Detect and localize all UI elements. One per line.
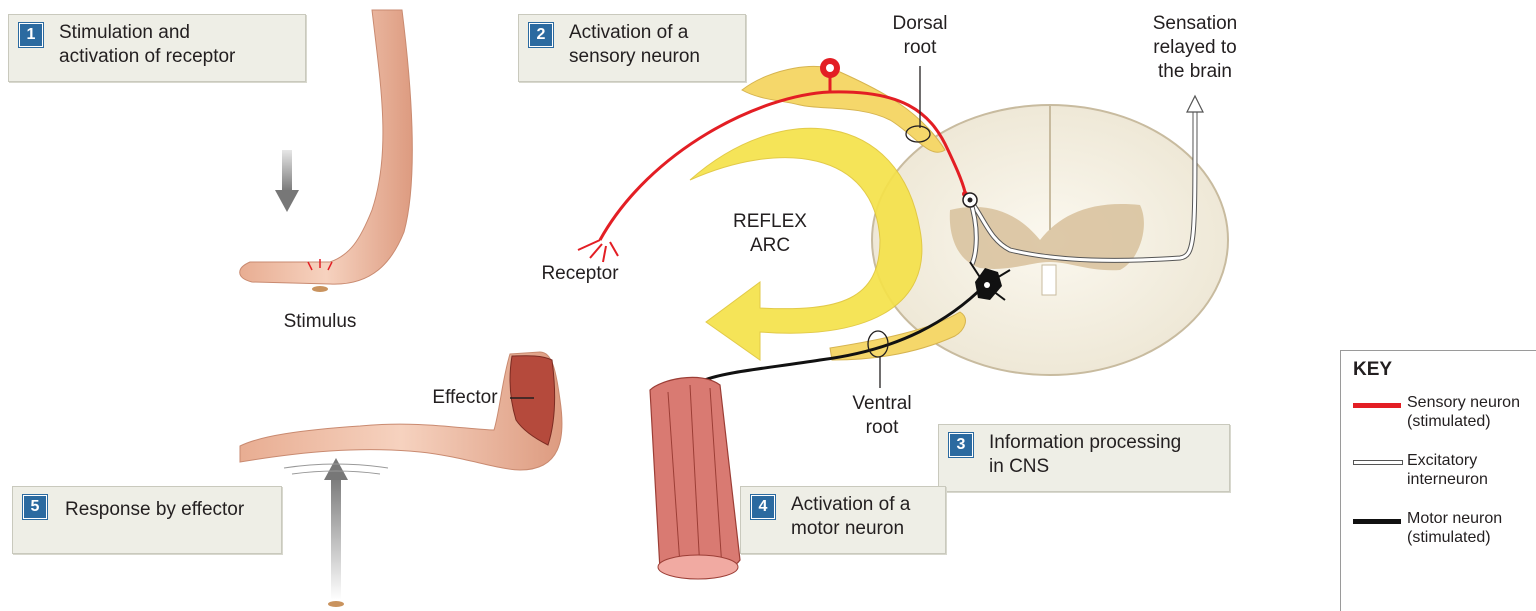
step-4-text: Activation of a motor neuron bbox=[791, 493, 910, 541]
step-3-box: 3 Information processing in CNS bbox=[938, 424, 1230, 492]
key-legend: KEY Sensory neuron (stimulated) Excitato… bbox=[1340, 350, 1536, 611]
key-item-motor-label: Motor neuron (stimulated) bbox=[1407, 509, 1502, 547]
step-1-box: 1 Stimulation and activation of receptor bbox=[8, 14, 306, 82]
step-1-text: Stimulation and activation of receptor bbox=[59, 21, 235, 69]
interneuron-swatch bbox=[1353, 460, 1403, 465]
motor-swatch bbox=[1353, 519, 1401, 524]
receptor-label: Receptor bbox=[530, 262, 630, 286]
key-item-sensory-label: Sensory neuron (stimulated) bbox=[1407, 393, 1520, 431]
step-3-text: Information processing in CNS bbox=[989, 431, 1181, 479]
stimulus-label: Stimulus bbox=[265, 310, 375, 334]
step-5-text: Response by effector bbox=[65, 498, 244, 522]
reflex-arc-label: REFLEX ARC bbox=[720, 210, 820, 258]
effector-label: Effector bbox=[420, 386, 510, 410]
step-2-text: Activation of a sensory neuron bbox=[569, 21, 700, 69]
step-2-box: 2 Activation of a sensory neuron bbox=[518, 14, 746, 82]
key-item-interneuron: Excitatory interneuron bbox=[1353, 451, 1536, 495]
sensation-label: Sensation relayed to the brain bbox=[1130, 12, 1260, 84]
dorsal-root-label: Dorsal root bbox=[880, 12, 960, 60]
key-item-sensory: Sensory neuron (stimulated) bbox=[1353, 393, 1536, 437]
key-item-interneuron-label: Excitatory interneuron bbox=[1407, 451, 1488, 489]
step-3-number: 3 bbox=[949, 433, 973, 457]
step-5-box: 5 Response by effector bbox=[12, 486, 282, 554]
step-2-number: 2 bbox=[529, 23, 553, 47]
key-item-motor: Motor neuron (stimulated) bbox=[1353, 509, 1536, 553]
ventral-root-label: Ventral root bbox=[842, 392, 922, 440]
muscle-bundle bbox=[650, 377, 740, 579]
step-4-number: 4 bbox=[751, 495, 775, 519]
upward-arrow bbox=[284, 458, 388, 607]
downward-arrow bbox=[275, 150, 299, 212]
key-title: KEY bbox=[1353, 359, 1392, 381]
step-4-box: 4 Activation of a motor neuron bbox=[740, 486, 946, 554]
sensory-swatch bbox=[1353, 403, 1401, 408]
step-1-number: 1 bbox=[19, 23, 43, 47]
arm-flexed bbox=[240, 352, 562, 470]
step-5-number: 5 bbox=[23, 495, 47, 519]
